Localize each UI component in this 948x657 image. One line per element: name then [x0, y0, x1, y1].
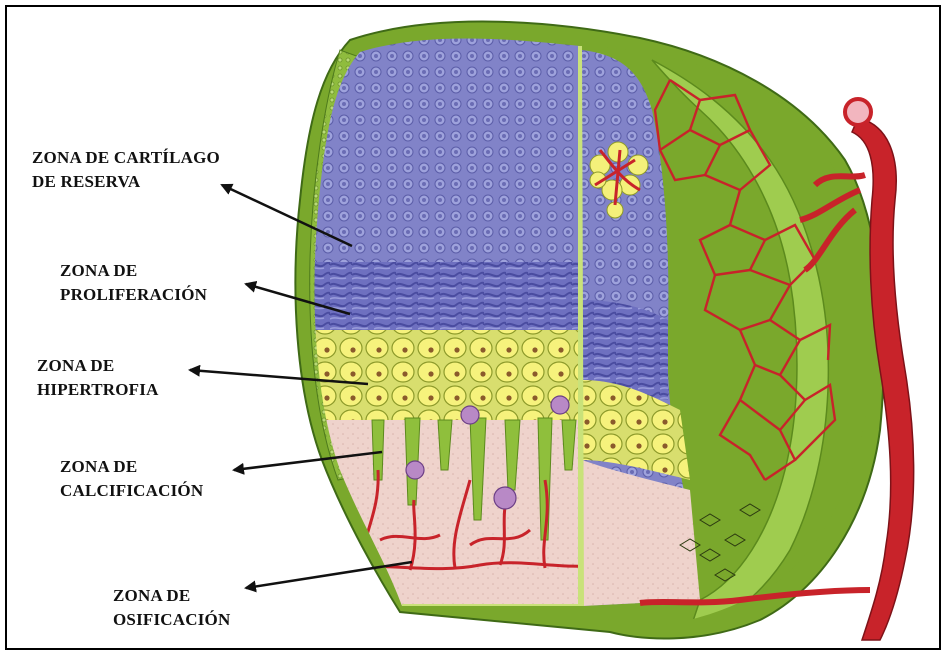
label-zona-reserva: ZONA DE CARTÍLAGO DE RESERVA — [32, 146, 220, 194]
proliferation-zone — [300, 262, 590, 334]
label-calcificacion-line1: ZONA DE — [60, 455, 203, 479]
label-proliferacion-line1: ZONA DE — [60, 259, 207, 283]
hypertrophy-zone — [300, 330, 590, 422]
front-cut-face — [300, 30, 600, 620]
label-hipertrofia-line1: ZONA DE — [37, 354, 159, 378]
cut-fold-edge — [580, 46, 582, 606]
label-calcificacion-line2: CALCIFICACIÓN — [60, 479, 203, 503]
artery-cross-section — [845, 99, 871, 125]
label-proliferacion-line2: PROLIFERACIÓN — [60, 283, 207, 307]
label-zona-calcificacion: ZONA DE CALCIFICACIÓN — [60, 455, 203, 503]
label-osificacion-line2: OSIFICACIÓN — [113, 608, 230, 632]
label-zona-osificacion: ZONA DE OSIFICACIÓN — [113, 584, 230, 632]
label-osificacion-line1: ZONA DE — [113, 584, 230, 608]
label-reserva-line1: ZONA DE CARTÍLAGO — [32, 146, 220, 170]
label-hipertrofia-line2: HIPERTROFIA — [37, 378, 159, 402]
label-reserva-line2: DE RESERVA — [32, 170, 220, 194]
label-zona-hipertrofia: ZONA DE HIPERTROFIA — [37, 354, 159, 402]
label-zona-proliferacion: ZONA DE PROLIFERACIÓN — [60, 259, 207, 307]
